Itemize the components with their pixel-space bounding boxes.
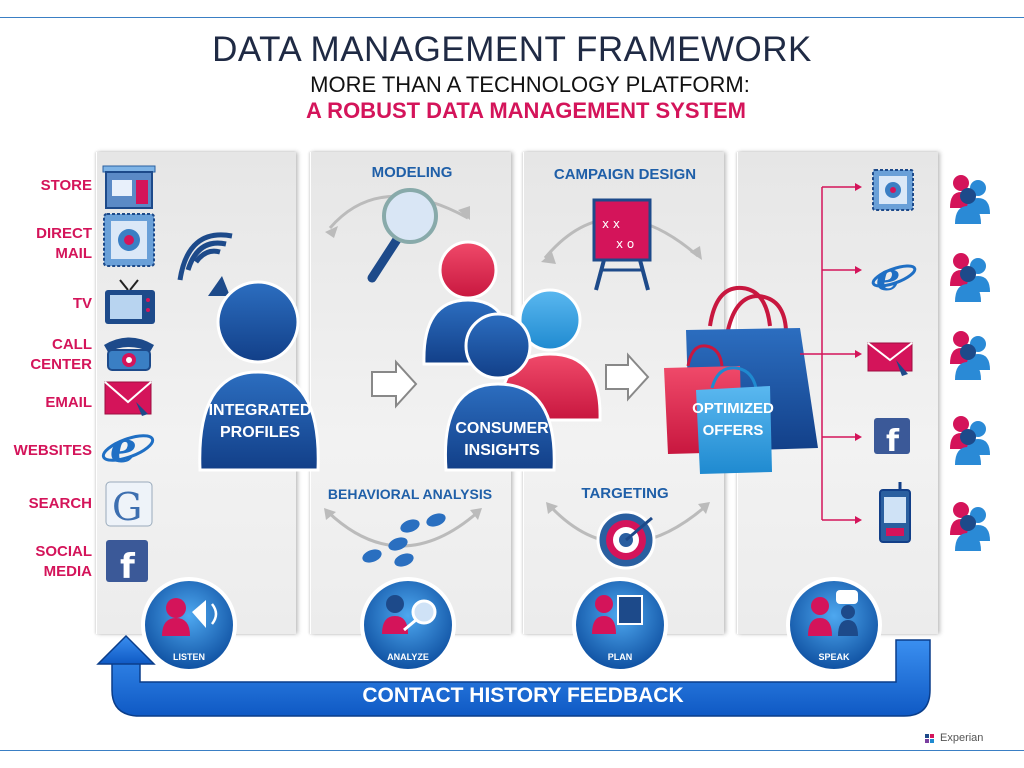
svg-text:f: f (886, 424, 900, 459)
svg-text:x x: x x (602, 217, 620, 231)
channel-label-tv: TV (72, 295, 92, 312)
magnifier-icon (367, 188, 438, 283)
plan-label: PLAN (607, 652, 633, 662)
listen-stage-button (141, 577, 237, 673)
google-g-icon: G (105, 481, 153, 529)
consumer-insights-label: CONSUMER INSIGHTS (455, 420, 549, 459)
browser-e-icon: e (101, 423, 155, 472)
facebook-icon: f (874, 418, 910, 459)
contact-history-feedback-label: CONTACT HISTORY FEEDBACK (362, 684, 684, 707)
envelope-icon (104, 381, 152, 416)
channel-label-websites: WEBSITES (13, 442, 92, 459)
optimized-offers-label: OPTIMIZED OFFERS (692, 400, 774, 439)
footprints-icon (362, 513, 446, 567)
arrow-right-icon (371, 359, 418, 409)
tv-icon (105, 279, 155, 324)
channel-label-social-media: SOCIAL MEDIA (35, 543, 92, 580)
people-group-icon (950, 416, 990, 465)
store-icon (102, 165, 156, 209)
plan-stage-button (572, 577, 668, 673)
campaign-design-label: CAMPAIGN DESIGN (553, 166, 697, 183)
page-title: DATA MANAGEMENT FRAMEWORK (212, 30, 812, 69)
people-group-icon (950, 175, 990, 224)
top-rule (0, 17, 1024, 18)
channel-label-store: STORE (40, 177, 92, 194)
modeling-label: MODELING (371, 164, 453, 181)
browser-e-icon: e (871, 254, 917, 299)
cycle-arrows-icon (325, 194, 470, 238)
channel-label-search: SEARCH (28, 495, 92, 512)
distribution-connectors (800, 183, 862, 524)
listen-label: LISTEN (172, 652, 205, 662)
speak-label: SPEAK (818, 652, 850, 662)
svg-text:f: f (120, 547, 136, 587)
people-group-icon (950, 502, 990, 551)
feedback-loop-arrow (96, 634, 931, 717)
behavioral-analysis-label: BEHAVIORAL ANALYSIS (327, 486, 493, 502)
people-group-icon (950, 331, 990, 380)
channel-label-email: EMAIL (45, 394, 92, 411)
insights-people-icon (422, 240, 602, 472)
channel-label-direct-mail: DIRECT MAIL (36, 225, 92, 262)
svg-text:x o: x o (616, 237, 634, 251)
integrated-profiles-label: INTEGRATED PROFILES (208, 402, 312, 441)
playbook-board-icon: x x x o (592, 198, 652, 291)
stamp-icon (872, 169, 914, 211)
channel-label-call-center: CALL CENTER (30, 336, 92, 373)
stamp-icon (103, 213, 155, 267)
profile-person-icon (198, 280, 320, 472)
page-subtitle-highlight: A ROBUST DATA MANAGEMENT SYSTEM (306, 98, 746, 123)
speak-stage-button (786, 577, 882, 673)
telephone-icon (104, 337, 154, 371)
people-group-icon (950, 253, 990, 302)
facebook-icon: f (106, 540, 148, 587)
target-icon (596, 510, 656, 570)
svg-text:e: e (110, 423, 137, 472)
arrow-right-icon (605, 352, 650, 402)
mobile-phone-icon (879, 482, 911, 543)
wifi-signal-icon (177, 232, 233, 296)
shopping-bags-icon (664, 285, 818, 474)
analyze-stage-button (360, 577, 456, 673)
targeting-label: TARGETING (581, 485, 669, 502)
envelope-icon (867, 342, 913, 376)
experian-logo-icon (925, 734, 934, 743)
page-subtitle: MORE THAN A TECHNOLOGY PLATFORM: (310, 72, 750, 97)
brand-logo-text: Experian (940, 732, 984, 744)
analyze-label: ANALYZE (387, 652, 429, 662)
svg-text:G: G (112, 485, 142, 529)
bottom-rule (0, 750, 1024, 751)
